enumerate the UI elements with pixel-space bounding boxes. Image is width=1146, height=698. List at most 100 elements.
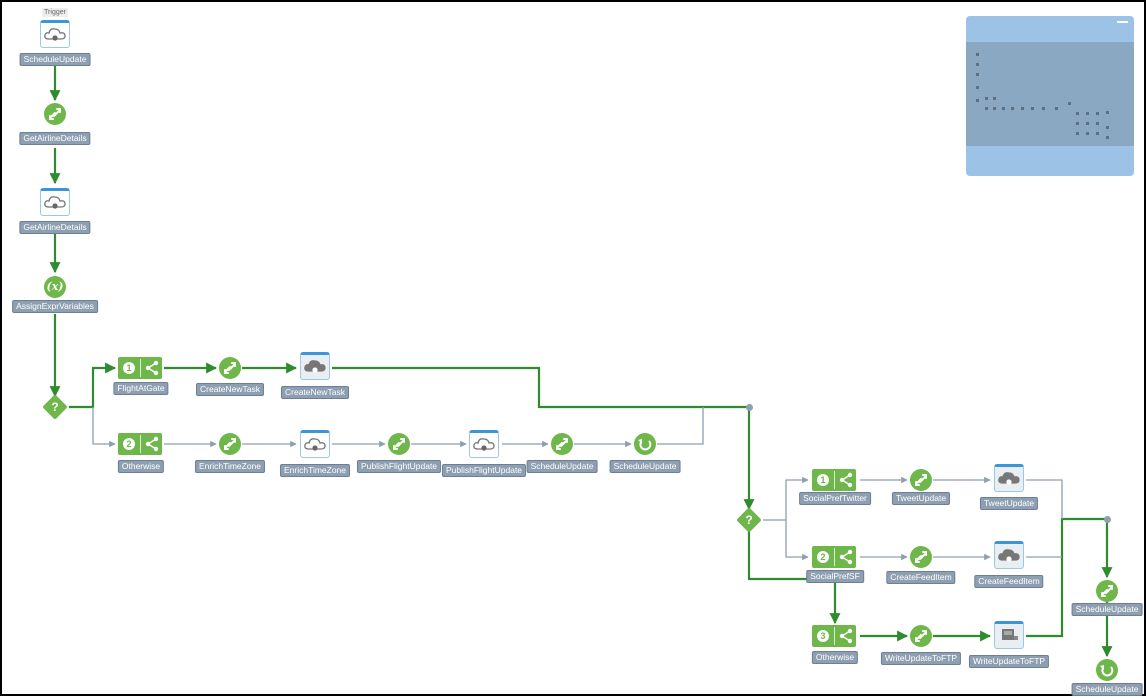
minimap-node — [1076, 132, 1079, 135]
node-label: SocialPrefSF — [806, 570, 864, 583]
cloud-icon[interactable] — [994, 464, 1024, 492]
reply-icon[interactable] — [1096, 659, 1118, 681]
edge — [763, 476, 809, 521]
minimap-node — [993, 107, 996, 110]
decision-symbol: ? — [745, 513, 753, 527]
minimap-node — [1086, 132, 1089, 135]
node-label: TweetUpdate — [891, 492, 951, 505]
minimap-node — [1106, 126, 1109, 129]
node-label: PublishFlightUpdate — [441, 464, 527, 477]
node-label: EnrichTimeZone — [194, 460, 266, 473]
minimap[interactable] — [966, 16, 1134, 176]
merge-junction — [746, 404, 753, 411]
minimap-node — [976, 99, 979, 102]
expression-symbol: (x) — [46, 280, 64, 293]
node-label: GetAirlineDetails — [19, 132, 91, 145]
minus-icon[interactable] — [1117, 21, 1128, 23]
minimap-node — [1106, 111, 1109, 114]
branch-number: 2 — [817, 551, 829, 563]
minimap-node — [976, 86, 979, 89]
branch-node[interactable]: 1 — [118, 357, 162, 379]
branch-node[interactable]: 2 — [118, 433, 162, 455]
mapper-icon[interactable] — [219, 357, 241, 379]
trigger-caption: Trigger — [42, 8, 68, 17]
minimap-node — [1086, 112, 1089, 115]
edge — [69, 362, 117, 409]
minimap-node — [1096, 122, 1099, 125]
minimap-node — [985, 107, 988, 110]
cloud-icon[interactable] — [300, 352, 330, 380]
edge — [747, 531, 841, 625]
mapper-icon[interactable] — [910, 469, 932, 491]
minimap-node — [1011, 107, 1014, 110]
node-label: CreateFeedItem — [974, 575, 1044, 588]
share-icon — [839, 628, 853, 644]
node-label: ScheduleUpdate — [1071, 683, 1143, 696]
minimap-node — [993, 97, 996, 100]
node-label: AssignExprVariables — [12, 300, 98, 313]
edge — [1026, 479, 1063, 519]
branch-number: 1 — [123, 362, 135, 374]
expression-icon[interactable]: (x) — [44, 276, 66, 298]
mapper-icon[interactable] — [910, 625, 932, 647]
node-label: TweetUpdate — [979, 497, 1039, 510]
mapper-icon[interactable] — [910, 546, 932, 568]
node-label: ScheduleUpdate — [1071, 603, 1143, 616]
mapper-icon[interactable] — [388, 433, 410, 455]
node-label: CreateNewTask — [196, 383, 264, 396]
node-label: WriteUpdateToFTP — [968, 655, 1050, 668]
edge — [92, 407, 116, 448]
node-label: CreateNewTask — [281, 386, 349, 399]
ftp-icon[interactable] — [994, 621, 1024, 649]
mapper-icon[interactable] — [1096, 580, 1118, 602]
minimap-node — [976, 73, 979, 76]
minimap-viewport[interactable] — [966, 42, 1134, 146]
branch-number: 3 — [817, 630, 829, 642]
share-icon — [145, 360, 159, 376]
minimap-node — [1086, 122, 1089, 125]
merge-junction — [1104, 516, 1111, 523]
minimap-node — [1055, 107, 1058, 110]
minimap-node — [1042, 107, 1045, 110]
branch-number: 2 — [123, 438, 135, 450]
node-label: Otherwise — [117, 460, 165, 473]
cloud-icon[interactable] — [994, 541, 1024, 569]
branch-node[interactable]: 3 — [812, 625, 856, 647]
minimap-node — [1076, 112, 1079, 115]
minimap-node — [1106, 136, 1109, 139]
cloud-icon[interactable] — [40, 188, 70, 216]
node-label: Otherwise — [811, 651, 859, 664]
branch-node[interactable]: 2 — [812, 546, 856, 568]
reply-icon[interactable] — [634, 433, 656, 455]
decision-node[interactable]: ? — [736, 507, 762, 533]
minimap-node — [1002, 107, 1005, 110]
minimap-node — [976, 53, 979, 56]
mapper-icon[interactable] — [219, 433, 241, 455]
share-icon — [145, 436, 159, 452]
share-icon — [839, 549, 853, 565]
edge — [657, 407, 704, 445]
node-label: ScheduleUpdate — [609, 460, 681, 473]
minimap-node — [985, 97, 988, 100]
minimap-node — [976, 63, 979, 66]
edge — [332, 366, 755, 511]
node-label: ScheduleUpdate — [526, 460, 598, 473]
branch-number: 1 — [817, 474, 829, 486]
cloud-icon[interactable] — [40, 20, 70, 48]
mapper-icon[interactable] — [551, 433, 573, 455]
decision-node[interactable]: ? — [42, 394, 68, 420]
decision-symbol: ? — [51, 400, 59, 414]
share-icon — [839, 472, 853, 488]
node-label: GetAirlineDetails — [19, 221, 91, 234]
edge — [785, 520, 809, 561]
cloud-icon[interactable] — [469, 430, 499, 458]
branch-node[interactable]: 1 — [812, 469, 856, 491]
mapper-icon[interactable] — [44, 103, 66, 125]
node-label: CreateFeedItem — [886, 571, 956, 584]
cloud-icon[interactable] — [300, 430, 330, 458]
minimap-node — [1096, 112, 1099, 115]
node-label: WriteUpdateToFTP — [880, 652, 962, 665]
minimap-node — [1021, 107, 1024, 110]
